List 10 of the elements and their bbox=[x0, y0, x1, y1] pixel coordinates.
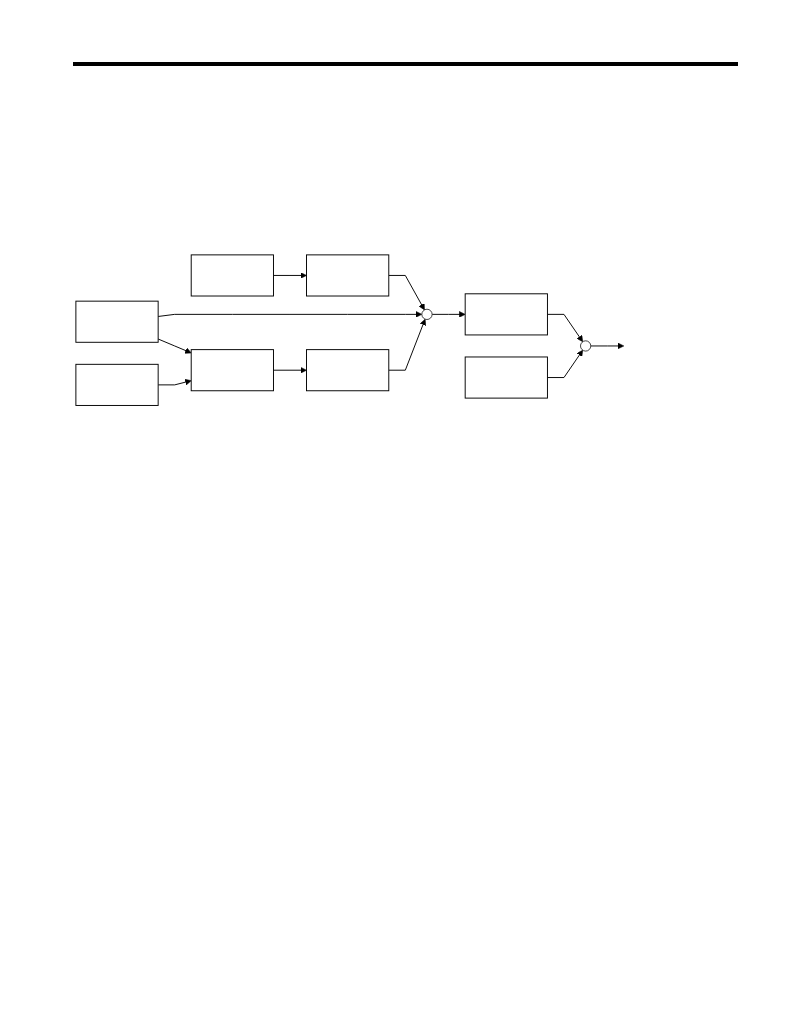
block-box bbox=[190, 349, 274, 392]
summing-junction bbox=[421, 308, 433, 320]
block-box bbox=[75, 300, 159, 343]
block-box bbox=[306, 254, 390, 297]
block-box bbox=[464, 356, 548, 399]
summing-junction bbox=[580, 340, 592, 352]
block-box bbox=[190, 254, 274, 297]
block-box bbox=[306, 349, 390, 392]
block-box bbox=[75, 363, 159, 406]
block-box bbox=[464, 293, 548, 336]
